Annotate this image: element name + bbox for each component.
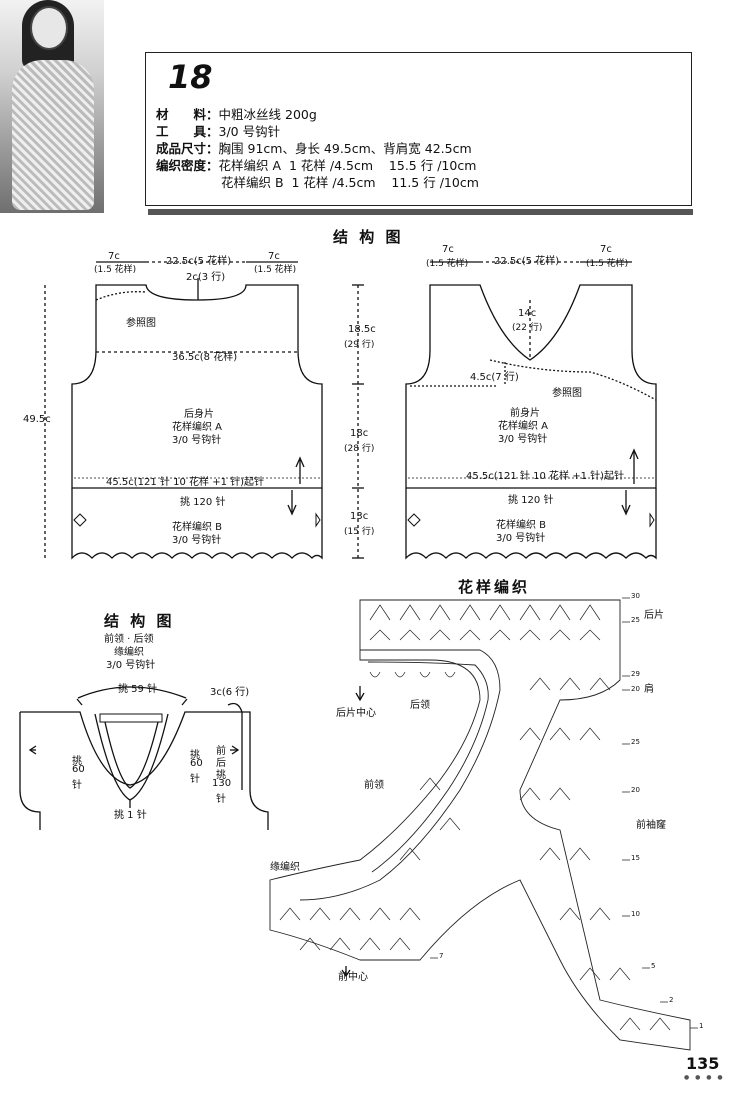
chart-shoulder: 肩 — [644, 684, 654, 695]
row-number: 25 — [631, 738, 640, 746]
back-cast-on: 45.5c(121 针 10 花样 +1 针)起针 — [106, 477, 265, 488]
neck-pick-right-2: 60 — [190, 758, 203, 769]
chart-outline — [269, 599, 691, 1051]
page-dots: ● ● ● ● — [684, 1074, 725, 1081]
back-hook: 3/0 号钩针 — [172, 435, 222, 446]
chart-back-neck: 后领 — [410, 700, 430, 711]
neck-fb-4: 130 — [212, 778, 232, 789]
chart-back-center: 后片中心 — [336, 708, 376, 719]
back-ref: 参照图 — [126, 318, 156, 329]
tools-row: 工 具：3/0 号钩针 — [156, 124, 281, 139]
front-top-center: 22.5c(5 花样) — [494, 256, 560, 267]
structure-title: 结 构 图 — [333, 228, 404, 246]
neck-structure-title: 结 构 图 — [104, 612, 175, 630]
neck-fb-1: 前 — [216, 746, 226, 757]
back-top-center: 22.5c(5 花样) — [166, 256, 232, 267]
neck-edge: 3c(6 行) — [210, 687, 250, 698]
chart-front-armhole: 前袖窿 — [636, 820, 666, 831]
front-pickup: 挑 120 针 — [508, 495, 554, 506]
neck-diagram-outline — [19, 711, 269, 830]
back-piece-outline — [71, 284, 323, 489]
row-number: 1 — [699, 1022, 704, 1030]
front-top-left-sub: (1.5 花样) — [426, 259, 469, 269]
row-number: 2 — [669, 996, 674, 1004]
row-number: 20 — [631, 786, 640, 794]
mid-h1-rows: (29 行) — [344, 340, 375, 350]
front-hem-outline — [405, 488, 657, 560]
back-total-height: 49.5c — [23, 414, 51, 425]
mid-h1: 18.5c — [348, 324, 376, 335]
neck-pick59: 挑 59 针 — [118, 684, 158, 695]
front-cast-on: 45.5c(121 针 10 花样 +1 针)起针 — [466, 471, 625, 482]
back-chest: 36.5c(8 花样) — [172, 352, 238, 363]
back-top-right-sub: (1.5 花样) — [254, 265, 297, 275]
neck-fb-5: 针 — [216, 794, 226, 805]
front-name: 前身片 — [510, 408, 540, 419]
gauge-row-b: 花样编织 B 1 花样 /4.5cm 11.5 行 /10cm — [221, 175, 479, 190]
front-neck-depth: 14c — [518, 308, 537, 319]
neck-pick-left-2: 60 — [72, 764, 85, 775]
size-row: 成品尺寸：胸围 91cm、身长 49.5cm、背肩宽 42.5cm — [156, 141, 472, 156]
back-top-left: 7c — [108, 251, 120, 262]
neck-fb-2: 后 — [216, 758, 226, 769]
page-number: 135 — [686, 1054, 720, 1073]
mid-h2-rows: (28 行) — [344, 444, 375, 454]
front-ref: 参照图 — [552, 388, 582, 399]
front-hem-hook: 3/0 号钩针 — [496, 533, 546, 544]
mid-h3: 13c — [350, 511, 369, 522]
front-top-left: 7c — [442, 244, 454, 255]
row-number: 10 — [631, 910, 640, 918]
neck-fb-3: 挑 — [216, 770, 226, 781]
neck-sub1: 前领 · 后领 — [104, 634, 154, 645]
chart-front-center: 前中心 — [338, 972, 368, 983]
front-pattern: 花样编织 A — [498, 421, 549, 432]
mid-h3-rows: (15 行) — [344, 527, 375, 537]
neck-pick-left-1: 挑 — [72, 756, 82, 767]
front-top-right: 7c — [600, 244, 612, 255]
back-hem-hook: 3/0 号钩针 — [172, 535, 222, 546]
front-hook: 3/0 号钩针 — [498, 434, 548, 445]
pattern-number: 18 — [168, 58, 213, 96]
front-piece-outline — [405, 284, 657, 489]
chart-edging: 缘编织 — [270, 862, 300, 873]
materials-row: 材 料：中粗冰丝线 200g — [156, 107, 317, 122]
gauge-row: 编织密度：花样编织 A 1 花样 /4.5cm 15.5 行 /10cm — [156, 158, 477, 173]
back-name: 后身片 — [184, 409, 214, 420]
back-hem-pattern: 花样编织 B — [172, 522, 223, 533]
row-number: 5 — [651, 962, 656, 970]
back-pickup: 挑 120 针 — [180, 497, 226, 508]
back-pattern: 花样编织 A — [172, 422, 223, 433]
spec-box — [145, 52, 693, 215]
chart-title: 花样编织 — [458, 578, 531, 596]
row-number: 25 — [631, 616, 640, 624]
neck-pick-right-3: 针 — [190, 774, 200, 785]
row-number: 20 — [631, 685, 640, 693]
row-number: 7 — [439, 952, 444, 960]
neck-sub2: 缘编织 — [114, 647, 144, 658]
neck-pick1: 挑 1 针 — [114, 810, 147, 821]
neck-sub3: 3/0 号钩针 — [106, 660, 156, 671]
back-top-right: 7c — [268, 251, 280, 262]
row-number: 15 — [631, 854, 640, 862]
front-armhole: 4.5c(7 行) — [470, 372, 519, 383]
front-top-right-sub: (1.5 花样) — [586, 259, 629, 269]
model-photo — [0, 0, 104, 213]
row-number: 29 — [631, 670, 640, 678]
front-hem-pattern: 花样编织 B — [496, 520, 547, 531]
front-neck-rows: (22 行) — [512, 323, 543, 333]
mid-h2: 18c — [350, 428, 369, 439]
chart-back-piece: 后片 — [644, 610, 664, 621]
back-top-left-sub: (1.5 花样) — [94, 265, 137, 275]
neck-pick-right-1: 挑 — [190, 750, 200, 761]
back-hem-outline — [71, 488, 323, 560]
row-number: 30 — [631, 592, 640, 600]
back-neck-drop: 2c(3 行) — [186, 272, 226, 283]
chart-front-neck: 前领 — [364, 780, 384, 791]
neck-pick-left-3: 针 — [72, 780, 82, 791]
